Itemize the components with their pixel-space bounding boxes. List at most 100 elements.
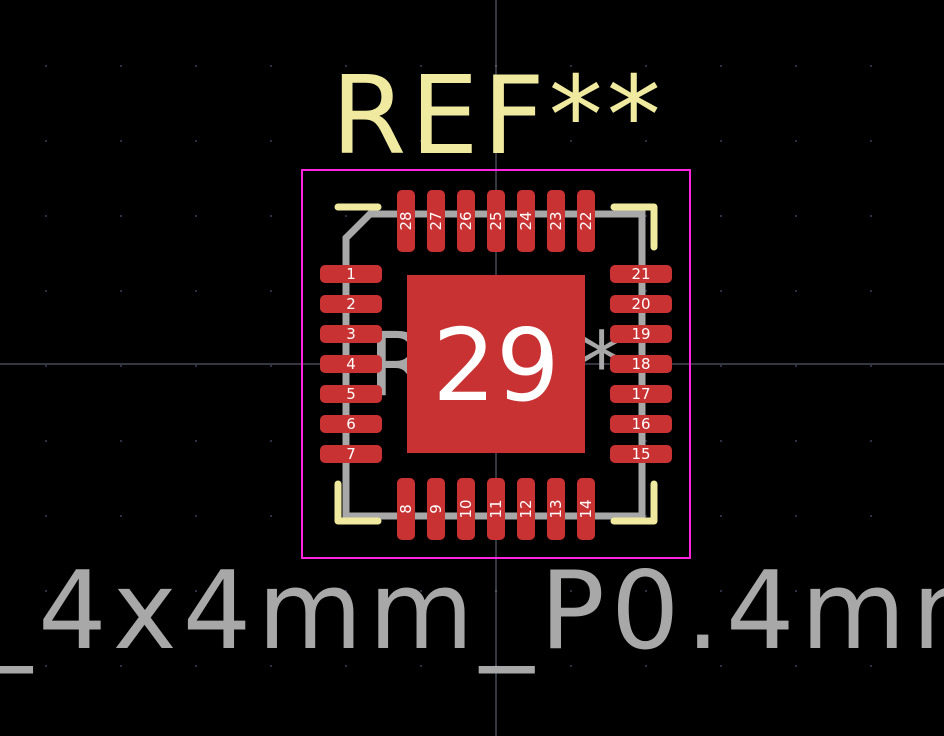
pad-copper[interactable] [610, 445, 672, 463]
pad-top-22[interactable]: 22 [577, 190, 595, 252]
pad-number: 21 [631, 265, 650, 283]
pad-top-24[interactable]: 24 [517, 190, 535, 252]
pad-copper[interactable] [457, 478, 475, 540]
pad-bottom-9[interactable]: 9 [427, 478, 445, 540]
grid-dot [570, 65, 572, 67]
grid-dot [645, 65, 647, 67]
pad-right-21[interactable]: 21 [610, 265, 672, 283]
pad-right-16[interactable]: 16 [610, 415, 672, 433]
pad-copper[interactable] [320, 265, 382, 283]
grid-dot [270, 365, 272, 367]
pad-bottom-13[interactable]: 13 [547, 478, 565, 540]
pad-left-7[interactable]: 7 [320, 445, 382, 463]
grid-dot [120, 290, 122, 292]
exposed-pad[interactable]: 29 [407, 275, 585, 453]
pad-right-15[interactable]: 15 [610, 445, 672, 463]
pad-right-19[interactable]: 19 [610, 325, 672, 343]
pad-bottom-10[interactable]: 10 [457, 478, 475, 540]
pad-copper[interactable] [320, 295, 382, 313]
grid-dot [345, 65, 347, 67]
grid-dot [870, 140, 872, 142]
grid-dot [45, 515, 47, 517]
silk-corner-bottom-right [610, 480, 658, 525]
pad-right-17[interactable]: 17 [610, 385, 672, 403]
pad-copper[interactable] [610, 415, 672, 433]
pad-number: 23 [547, 211, 565, 230]
pad-copper[interactable] [610, 325, 672, 343]
pad-copper[interactable] [517, 190, 535, 252]
pad-copper[interactable] [517, 478, 535, 540]
grid-dot [795, 140, 797, 142]
pad-copper[interactable] [547, 478, 565, 540]
grid-dot [195, 515, 197, 517]
pad-copper[interactable] [610, 295, 672, 313]
silk-corner-bottom-left [334, 480, 382, 525]
pad-number: 20 [631, 295, 650, 313]
pad-right-20[interactable]: 20 [610, 295, 672, 313]
grid-dot [120, 515, 122, 517]
grid-dot [420, 665, 422, 667]
pad-copper[interactable] [577, 190, 595, 252]
pad-bottom-12[interactable]: 12 [517, 478, 535, 540]
grid-dot [795, 215, 797, 217]
silk-corner-top-right [610, 203, 658, 251]
pad-copper[interactable] [320, 355, 382, 373]
pad-left-3[interactable]: 3 [320, 325, 382, 343]
grid-dot [120, 215, 122, 217]
footprint-value-text[interactable]: _4x4mm_P0.4mm [0, 549, 944, 674]
pad-top-26[interactable]: 26 [457, 190, 475, 252]
grid-dot [795, 665, 797, 667]
pad-copper[interactable] [457, 190, 475, 252]
pad-copper[interactable] [487, 190, 505, 252]
pad-copper[interactable] [610, 385, 672, 403]
pad-number: 6 [346, 415, 356, 433]
reference-designator[interactable]: REF** [331, 54, 664, 179]
pad-left-5[interactable]: 5 [320, 385, 382, 403]
exposed-pad-copper[interactable] [407, 275, 585, 453]
pad-copper[interactable] [547, 190, 565, 252]
pad-number: 27 [427, 211, 445, 230]
pad-number: 11 [487, 499, 505, 518]
grid-dot [870, 515, 872, 517]
pad-copper[interactable] [397, 190, 415, 252]
pad-bottom-11[interactable]: 11 [487, 478, 505, 540]
pad-right-18[interactable]: 18 [610, 355, 672, 373]
pad-top-23[interactable]: 23 [547, 190, 565, 252]
pad-copper[interactable] [320, 325, 382, 343]
grid-dot [645, 665, 647, 667]
grid-dot [270, 665, 272, 667]
pad-copper[interactable] [320, 445, 382, 463]
grid-dot [645, 290, 647, 292]
pad-top-27[interactable]: 27 [427, 190, 445, 252]
grid-dot [270, 65, 272, 67]
pad-copper[interactable] [487, 478, 505, 540]
pad-copper[interactable] [577, 478, 595, 540]
pad-bottom-8[interactable]: 8 [397, 478, 415, 540]
pad-left-1[interactable]: 1 [320, 265, 382, 283]
pad-copper[interactable] [610, 355, 672, 373]
pad-left-2[interactable]: 2 [320, 295, 382, 313]
grid-dot [420, 590, 422, 592]
grid-dot [270, 290, 272, 292]
pad-copper[interactable] [610, 265, 672, 283]
pad-copper[interactable] [427, 478, 445, 540]
pad-bottom-14[interactable]: 14 [577, 478, 595, 540]
pad-left-4[interactable]: 4 [320, 355, 382, 373]
pad-number: 25 [487, 211, 505, 230]
grid-dot [570, 140, 572, 142]
pad-top-28[interactable]: 28 [397, 190, 415, 252]
pad-copper[interactable] [397, 478, 415, 540]
pad-left-6[interactable]: 6 [320, 415, 382, 433]
grid-dot [645, 515, 647, 517]
pad-copper[interactable] [427, 190, 445, 252]
pad-copper[interactable] [320, 385, 382, 403]
grid-dot [45, 215, 47, 217]
pad-top-25[interactable]: 25 [487, 190, 505, 252]
grid-dot [870, 590, 872, 592]
grid-dot [270, 215, 272, 217]
pad-copper[interactable] [320, 415, 382, 433]
grid-dot [720, 65, 722, 67]
